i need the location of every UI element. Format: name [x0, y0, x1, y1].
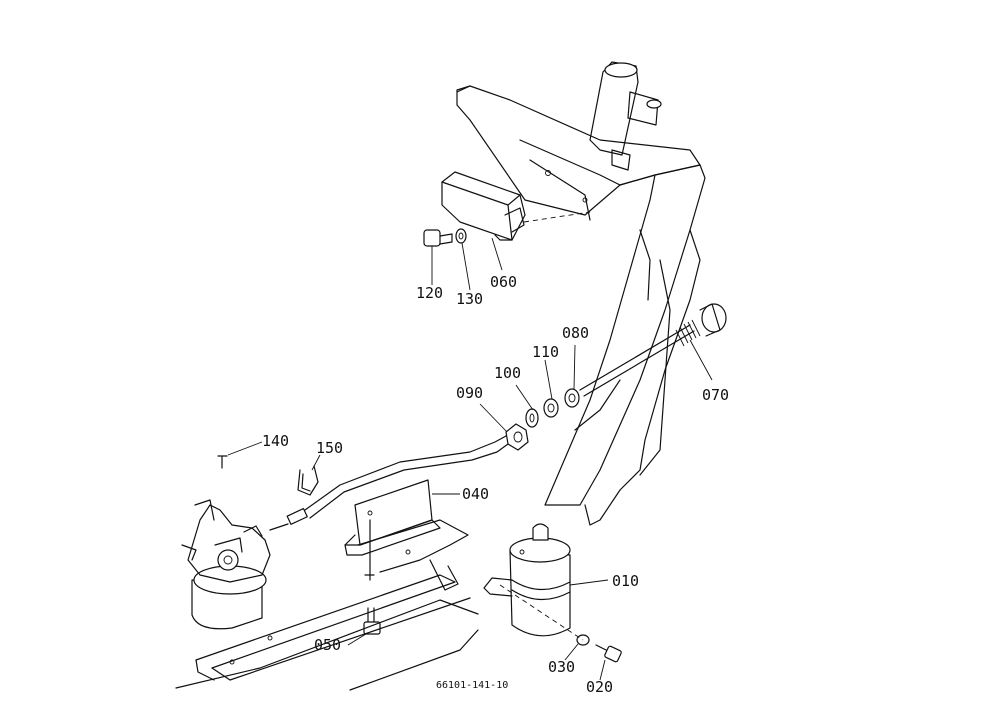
callout-080: 080	[562, 324, 589, 342]
leader-150	[311, 454, 321, 471]
leader-050	[347, 633, 367, 646]
leader-020-030	[499, 584, 584, 641]
leader-060	[491, 237, 503, 271]
leader-070	[689, 339, 713, 381]
frame-column	[544, 164, 706, 526]
callout-150: 150	[316, 439, 343, 457]
part-080-washer	[564, 388, 580, 408]
leader-080	[573, 344, 576, 390]
callout-020: 020	[586, 678, 613, 696]
throttle-cable	[269, 435, 509, 531]
callout-050: 050	[314, 636, 341, 654]
part-020-bolt	[595, 644, 622, 663]
callout-120: 120	[416, 284, 443, 302]
frame-tube	[589, 61, 662, 171]
callout-110: 110	[532, 343, 559, 361]
leader-090	[479, 403, 508, 433]
part-010-ignition-coil	[483, 523, 571, 637]
leader-100	[515, 384, 534, 411]
leader-030	[564, 643, 579, 661]
callout-030: 030	[548, 658, 575, 676]
callout-140: 140	[262, 432, 289, 450]
leader-020	[599, 659, 606, 681]
drawing-code: 66101-141-10	[436, 680, 508, 691]
callout-070: 070	[702, 386, 729, 404]
part-130-washer	[455, 228, 467, 244]
leader-130	[461, 242, 471, 291]
leader-110	[544, 359, 553, 400]
chassis-rails	[175, 519, 479, 691]
part-070-throttle-knob	[579, 303, 727, 397]
part-120-bolt	[423, 229, 453, 247]
leader-010	[569, 579, 609, 586]
part-140-screw	[217, 455, 228, 469]
leader-060-to-frame	[523, 211, 591, 223]
part-060-switch-box	[441, 171, 526, 241]
part-150-clip	[297, 465, 319, 496]
part-050-bolt	[363, 607, 381, 635]
part-110-washer	[543, 398, 559, 418]
callout-010: 010	[612, 572, 639, 590]
callout-130: 130	[456, 290, 483, 308]
part-100-washer	[525, 408, 539, 428]
carburetor	[181, 499, 271, 630]
callout-labels: 010 020 030 040 050 060 070 080 090 100 …	[262, 273, 729, 696]
callout-060: 060	[490, 273, 517, 291]
part-090-nut	[505, 423, 529, 451]
part-040-bracket	[344, 479, 441, 581]
callout-040: 040	[462, 485, 489, 503]
callout-100: 100	[494, 364, 521, 382]
callout-090: 090	[456, 384, 483, 402]
leader-140	[227, 441, 263, 456]
